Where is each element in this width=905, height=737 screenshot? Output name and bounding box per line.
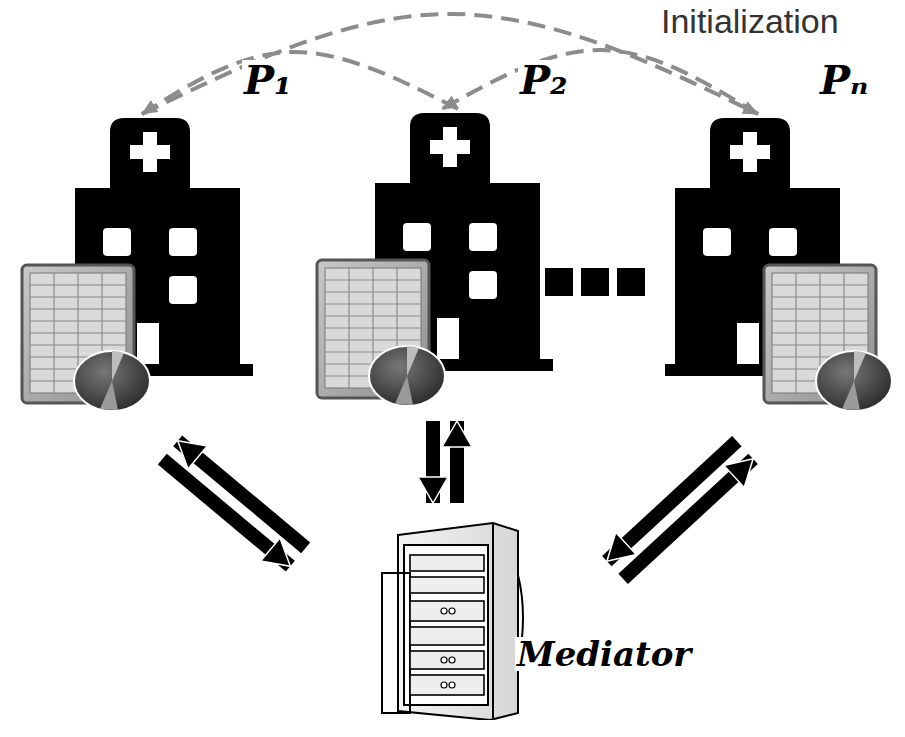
hospital-icon: [20, 118, 250, 415]
database-sheet: [22, 265, 150, 411]
data-arrow: [623, 459, 753, 579]
hospital-node: Pₙ: [650, 118, 888, 415]
party-label: P₂: [518, 60, 570, 100]
party-label: Pₙ: [818, 60, 870, 100]
data-arrow: [450, 421, 464, 503]
hospital-icon: [650, 118, 888, 415]
server-label: Mediator: [515, 637, 693, 671]
party-label: P₁: [242, 60, 294, 100]
data-arrow: [178, 441, 306, 548]
hospital-node: P₂: [315, 113, 555, 415]
server-rack: [382, 523, 523, 720]
init-arrow: [142, 52, 458, 114]
database-sheet: [317, 260, 445, 406]
phase-label: Initialization: [658, 4, 842, 38]
ellipsis-dots: [545, 268, 645, 296]
hospital-icon: [315, 113, 555, 415]
init-arrow: [442, 50, 758, 114]
server-icon: [370, 515, 700, 725]
data-arrow: [426, 421, 440, 503]
hospital-node: P₁: [20, 118, 250, 415]
server-node: Mediator: [370, 515, 701, 725]
database-sheet: [764, 265, 892, 411]
